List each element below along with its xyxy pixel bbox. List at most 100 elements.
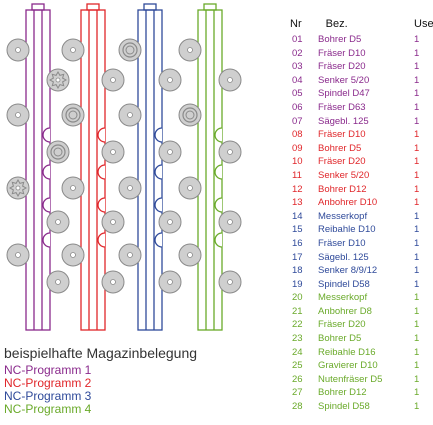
- tool-holder-icon: [61, 243, 85, 267]
- cell-use: 1: [414, 156, 420, 168]
- cell-nr: 19: [292, 278, 303, 290]
- header-nr: Nr: [290, 18, 302, 30]
- cell-use: 1: [414, 129, 420, 141]
- cell-use: 1: [414, 34, 420, 45]
- cell-use: 1: [414, 115, 420, 127]
- cell-use: 1: [414, 346, 420, 358]
- cell-use: 1: [414, 197, 420, 209]
- cell-bez: Gravierer D10: [318, 360, 378, 372]
- cell-bez: Fräser D20: [318, 61, 366, 73]
- cell-use: 1: [414, 373, 420, 385]
- legend-item-program-1: NC-Programm 1: [4, 363, 92, 377]
- cell-nr: 28: [292, 401, 303, 413]
- legend: beispielhafte Magazinbelegung NC-Program…: [4, 345, 197, 416]
- tool-holder-icon: [178, 38, 202, 62]
- cell-use: 1: [414, 278, 420, 290]
- magazine-1: [6, 3, 70, 331]
- cell-use: 1: [414, 265, 420, 277]
- cell-bez: Senker 5/20: [318, 74, 370, 86]
- cell-use: 1: [414, 305, 420, 317]
- magazine-2: [61, 3, 125, 331]
- cell-bez: Fräser D20: [318, 319, 366, 331]
- star-tool-icon: [6, 176, 30, 200]
- cell-use: 1: [414, 224, 420, 236]
- cell-nr: 10: [292, 156, 303, 168]
- tool-holder-icon: [158, 210, 182, 234]
- cell-nr: 24: [292, 346, 303, 358]
- cell-bez: Senker 5/20: [318, 169, 370, 181]
- cell-nr: 22: [292, 319, 303, 331]
- magazine-3: [118, 3, 182, 331]
- cell-use: 1: [414, 47, 420, 59]
- cell-use: 1: [414, 237, 420, 249]
- cell-use: 1: [414, 183, 420, 195]
- cell-use: 1: [414, 74, 420, 86]
- cell-nr: 05: [292, 88, 303, 100]
- cell-use: 1: [414, 88, 420, 100]
- magazine-rail: [197, 3, 223, 331]
- cell-bez: Fräser D10: [318, 237, 366, 249]
- table-header: Nr Bez. Use: [288, 14, 433, 30]
- tool-holder-icon: [118, 243, 142, 267]
- cell-use: 1: [414, 360, 420, 372]
- tool-holder-icon: [158, 140, 182, 164]
- legend-item-program-2: NC-Programm 2: [4, 376, 92, 390]
- star-tool-icon: [46, 68, 70, 92]
- double-ring-tool-icon: [46, 140, 70, 164]
- tool-holder-icon: [6, 38, 30, 62]
- tool-holder-icon: [218, 68, 242, 92]
- cell-bez: Bohrer D5: [318, 333, 362, 345]
- cell-bez: Bohrer D12: [318, 387, 367, 399]
- cell-nr: 08: [292, 129, 303, 141]
- magazine-rail: [137, 3, 163, 331]
- cell-nr: 09: [292, 142, 303, 154]
- cell-nr: 04: [292, 74, 303, 86]
- cell-nr: 18: [292, 265, 303, 277]
- tool-holder-icon: [101, 68, 125, 92]
- tool-holder-icon: [6, 103, 30, 127]
- cell-bez: Bohrer D5: [318, 34, 362, 45]
- tool-holder-icon: [61, 176, 85, 200]
- cell-use: 1: [414, 292, 420, 304]
- cell-bez: Reibahle D16: [318, 346, 376, 358]
- cell-use: 1: [414, 333, 420, 345]
- cell-bez: Spindel D58: [318, 278, 370, 290]
- double-ring-tool-icon: [118, 38, 142, 62]
- cell-bez: Sägebl. 125: [318, 115, 369, 127]
- magazine-rail: [80, 3, 106, 331]
- table-row: 24 Reibahle D16 1: [288, 346, 433, 360]
- table-row: 04 Senker 5/20 1: [288, 74, 433, 88]
- cell-bez: Fräser D10: [318, 47, 366, 59]
- cell-bez: Spindel D58: [318, 401, 370, 413]
- cell-nr: 13: [292, 197, 303, 209]
- magazine-diagram: [6, 3, 242, 331]
- cell-bez: Spindel D47: [318, 88, 370, 100]
- cell-nr: 20: [292, 292, 303, 304]
- cell-bez: Anbohrer D10: [318, 197, 378, 209]
- table-row: 01 Bohrer D5 1: [288, 33, 433, 47]
- cell-use: 1: [414, 142, 420, 154]
- tool-holder-icon: [101, 140, 125, 164]
- cell-bez: Senker 8/9/12: [318, 265, 378, 277]
- cell-nr: 01: [292, 34, 303, 45]
- legend-title: beispielhafte Magazinbelegung: [4, 345, 198, 361]
- cell-nr: 02: [292, 47, 303, 59]
- cell-nr: 12: [292, 183, 303, 195]
- header-use: Use: [414, 18, 433, 30]
- cell-bez: Nutenfräser D5: [318, 373, 383, 385]
- tool-holder-icon: [46, 270, 70, 294]
- cell-nr: 27: [292, 387, 303, 399]
